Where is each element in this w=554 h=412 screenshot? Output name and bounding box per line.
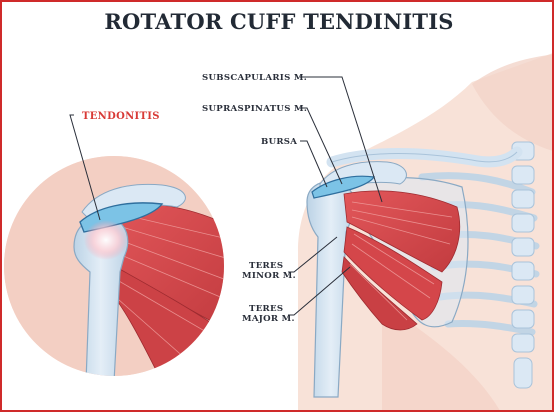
label-teres-minor-1: TERES <box>249 261 283 271</box>
label-teres-major-2: MAJOR M. <box>242 314 295 324</box>
label-tendonitis: TENDONITIS <box>82 111 160 122</box>
label-teres-minor-2: MINOR M. <box>242 271 296 281</box>
spine <box>512 142 534 388</box>
label-bursa: BURSA <box>261 137 297 147</box>
zoom-circle <box>2 152 232 382</box>
label-subscapularis: SUBSCAPULARIS M. <box>202 73 307 83</box>
label-supraspinatus: SUPRASPINATUS M. <box>202 104 307 114</box>
inflammation-glow <box>84 220 128 260</box>
label-teres-major-1: TERES <box>249 304 283 314</box>
